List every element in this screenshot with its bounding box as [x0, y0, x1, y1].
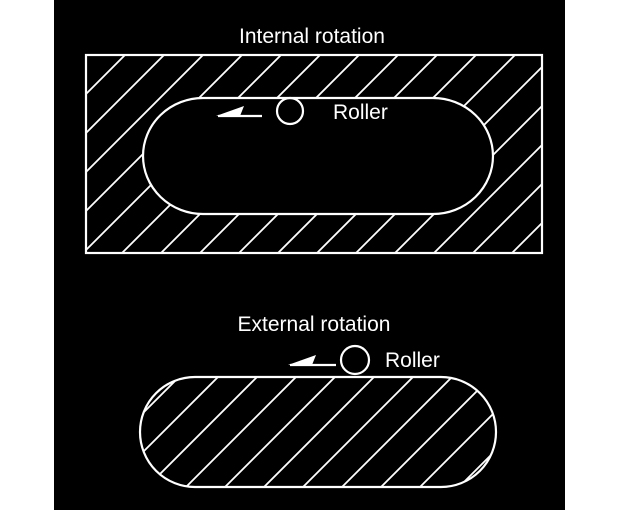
- hatch-line: [263, 377, 375, 487]
- hatch-line: [472, 55, 542, 253]
- hatch-line: [146, 377, 258, 487]
- hatch-line: [140, 377, 180, 487]
- diagram-background: [54, 0, 565, 510]
- hatch-line: [86, 55, 204, 253]
- arrow-left-icon: [216, 106, 262, 118]
- internal-outer-frame: [84, 53, 544, 255]
- hatch-line: [380, 377, 492, 487]
- external-hatch: [140, 377, 496, 487]
- hatch-line: [185, 377, 297, 487]
- internal-slot: [141, 96, 495, 216]
- hatch-line: [433, 55, 542, 253]
- hatch-line: [86, 55, 126, 253]
- external-roller-label: Roller: [385, 349, 440, 372]
- internal-rotation-title: Internal rotation: [239, 25, 385, 48]
- external-cam-body: [138, 375, 498, 489]
- hatch-line: [341, 377, 453, 487]
- external-rotation-title: External rotation: [238, 313, 391, 336]
- arrow-left-icon: [288, 355, 336, 367]
- roller-circle-icon: [339, 344, 371, 376]
- internal-roller-label: Roller: [333, 101, 388, 124]
- hatch-line: [458, 377, 496, 487]
- hatch-line: [140, 377, 219, 487]
- hatch-line: [419, 377, 496, 487]
- hatch-line: [86, 55, 165, 253]
- external-rotation-panel: External rotation Roller: [138, 313, 498, 489]
- hatch-line: [224, 377, 336, 487]
- hatch-line: [302, 377, 414, 487]
- roller-circle-icon: [275, 96, 305, 126]
